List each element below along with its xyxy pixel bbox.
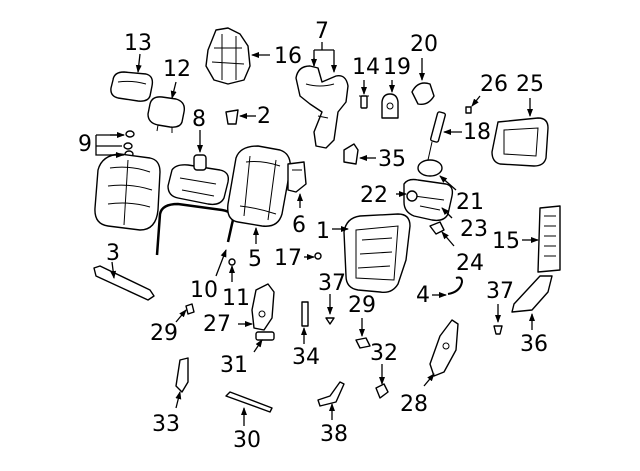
part-1-seat-frame bbox=[343, 213, 411, 294]
part-15-spring-panel bbox=[537, 205, 561, 273]
part-13-headrest bbox=[110, 71, 154, 102]
callout-21: 21 bbox=[456, 190, 484, 215]
part-8-cushion bbox=[167, 154, 230, 206]
callout-12: 12 bbox=[163, 57, 191, 82]
part-6-side-panel bbox=[287, 161, 307, 193]
callout-1: 1 bbox=[316, 219, 330, 244]
part-36-side-shield bbox=[511, 275, 553, 313]
part-28-track bbox=[429, 319, 459, 377]
callout-3: 3 bbox=[106, 241, 120, 266]
part-7-seat-assembly bbox=[295, 65, 349, 149]
callout-15: 15 bbox=[492, 229, 520, 254]
callout-26: 26 bbox=[480, 72, 508, 97]
part-29-clip-left bbox=[185, 303, 195, 315]
callout-37-left: 37 bbox=[318, 271, 346, 296]
callout-31: 31 bbox=[220, 353, 248, 378]
part-37-bolt-left bbox=[325, 317, 335, 325]
callout-33: 33 bbox=[152, 412, 180, 437]
callout-27: 27 bbox=[203, 312, 231, 337]
callout-37-right: 37 bbox=[486, 279, 514, 304]
part-9-clips bbox=[123, 130, 135, 158]
callout-22: 22 bbox=[360, 183, 388, 208]
callout-30: 30 bbox=[233, 428, 261, 453]
callout-23: 23 bbox=[460, 217, 488, 242]
callout-4: 4 bbox=[416, 283, 430, 308]
part-14-bolt bbox=[359, 95, 369, 109]
part-35-bracket bbox=[343, 143, 359, 165]
callout-38: 38 bbox=[320, 422, 348, 447]
callout-19: 19 bbox=[383, 55, 411, 80]
callout-32: 32 bbox=[370, 341, 398, 366]
callout-2: 2 bbox=[257, 104, 271, 129]
callout-11: 11 bbox=[222, 286, 250, 311]
part-29-clip-right bbox=[355, 337, 371, 349]
leader-lines bbox=[95, 42, 539, 426]
part-17-screw bbox=[314, 252, 322, 260]
callout-13: 13 bbox=[124, 31, 152, 56]
callout-29-left: 29 bbox=[150, 321, 178, 346]
part-20-cover bbox=[411, 82, 435, 106]
callout-17: 17 bbox=[274, 246, 302, 271]
callout-25: 25 bbox=[516, 72, 544, 97]
callout-29-right: 29 bbox=[348, 293, 376, 318]
part-21-22-23-mechanism bbox=[403, 159, 454, 222]
part-11-clip bbox=[228, 258, 236, 266]
part-4-hook bbox=[447, 276, 464, 295]
callout-35: 35 bbox=[378, 147, 406, 172]
part-30-bar bbox=[225, 391, 273, 413]
part-3-rail bbox=[93, 265, 155, 301]
callout-9: 9 bbox=[78, 132, 92, 157]
part-37-bolt-right bbox=[493, 325, 503, 335]
callout-labels: 13 12 16 2 7 14 19 20 26 25 18 35 8 9 6 … bbox=[78, 19, 548, 453]
part-10-wire bbox=[155, 202, 235, 256]
part-32-clip bbox=[375, 383, 389, 399]
part-34-bracket bbox=[301, 301, 309, 327]
part-24-clip bbox=[429, 221, 445, 235]
callout-28: 28 bbox=[400, 392, 428, 417]
part-5-seat-back bbox=[227, 145, 291, 227]
part-38-bracket bbox=[317, 381, 345, 407]
part-19-cap bbox=[381, 93, 399, 119]
callout-16: 16 bbox=[274, 44, 302, 69]
part-12-headrest bbox=[147, 96, 186, 133]
part-33-latch bbox=[175, 357, 189, 393]
callout-18: 18 bbox=[463, 120, 491, 145]
callout-7: 7 bbox=[315, 19, 329, 44]
callout-34: 34 bbox=[292, 345, 320, 370]
part-27-31-recliner bbox=[251, 283, 275, 341]
part-2-clip bbox=[225, 109, 239, 125]
callout-36: 36 bbox=[520, 332, 548, 357]
part-16-bracket bbox=[205, 27, 251, 85]
callout-20: 20 bbox=[410, 32, 438, 57]
part-25-back-panel bbox=[491, 117, 549, 167]
callout-24: 24 bbox=[456, 251, 484, 276]
part-seat-back-cover bbox=[94, 153, 161, 231]
callout-10: 10 bbox=[190, 278, 218, 303]
part-26-clip bbox=[465, 106, 472, 114]
callout-6: 6 bbox=[292, 213, 306, 238]
callout-14: 14 bbox=[352, 55, 380, 80]
part-18-strut bbox=[427, 111, 446, 161]
callout-8: 8 bbox=[192, 107, 206, 132]
callout-5: 5 bbox=[248, 247, 262, 272]
